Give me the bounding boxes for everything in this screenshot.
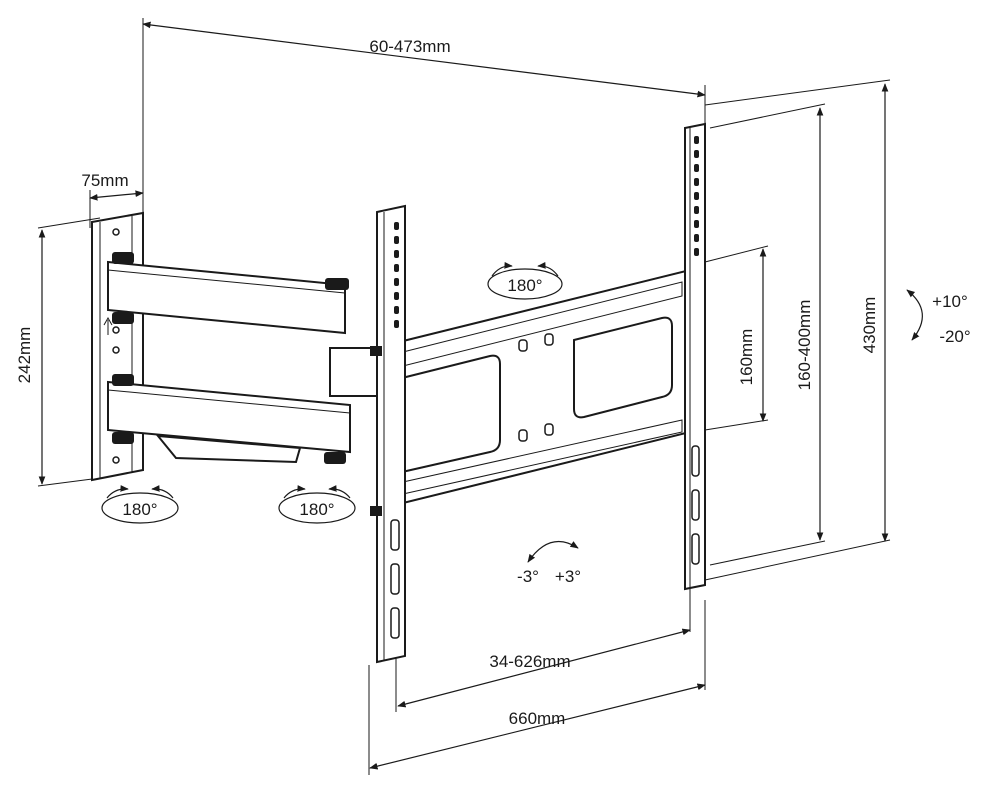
rail-slot [390,519,400,551]
vesa-small-height-label: 160mm [737,329,756,386]
dimension-lines [37,18,891,775]
labels: 60-473mm 75mm 242mm 160mm 160-400mm 430m… [15,37,971,728]
rail-slot [390,607,400,639]
rail-hole [394,236,399,244]
vesa-width-label: 34-626mm [489,652,570,671]
arm-bolt [112,374,134,386]
rail-hole [694,178,699,186]
vesa-range-height-label: 160-400mm [795,300,814,391]
plate-height-label: 242mm [15,327,34,384]
arm-bracket [155,434,302,464]
wall-swivel-label: 180° [122,500,157,519]
level-arc-icon [527,540,579,563]
rail-hole [694,164,699,172]
rotation-top [487,262,563,300]
plate-depth-label: 75mm [81,171,128,190]
left-rail-holes [394,222,399,328]
crossbar-hole [544,333,554,346]
tv-crossbar [394,268,691,507]
rotate-arrow-icon [283,485,306,499]
top-swivel-label: 180° [507,276,542,295]
tilt-up-label: +10° [932,292,968,311]
plate-height-ext-top [37,217,101,229]
rail-hole [694,220,699,228]
crossbar-hole [518,339,528,352]
tilt-down-label: -20° [939,327,970,346]
rail-slot [390,563,400,595]
wall-plate-hole [112,346,120,354]
vesa-small-ext-bottom [704,419,769,431]
rotate-arrow-icon [491,262,513,277]
up-arrow-icon [103,316,113,335]
lower-arm [107,374,351,464]
rail-slot [691,533,700,565]
wall-plate-hole [112,228,120,236]
wall-plate-hole [112,326,120,334]
rotate-arrow-icon [151,485,174,499]
bracket-height-ext-top [704,79,891,106]
arm-bolt [324,452,346,464]
left-tv-rail [370,204,406,664]
arm-bolt [325,278,349,290]
arm-bolt [112,432,134,444]
extension-dim-line [142,21,706,98]
depth-dim-line [89,190,144,201]
rail-hole [694,206,699,214]
crossbar-hole [544,423,554,436]
rail-hole [394,306,399,314]
bracket-height-ext-bottom [704,539,891,581]
lower-arm-body [107,380,351,454]
rotation-ellipse [101,492,179,524]
arm-bolt [112,312,134,324]
upper-arm-body [107,260,346,335]
vesa-range-ext-top [709,103,826,129]
rail-hole [394,278,399,286]
tilt-arc-icon [906,289,923,341]
plate-height-ext-bottom [37,477,101,487]
rotate-arrow-icon [537,262,559,277]
bracket-width-label: 660mm [509,709,566,728]
arm-edge [107,269,346,294]
rotation-wall [101,485,179,524]
rotation-arm [278,485,356,524]
rail-slot [691,489,700,521]
rail-hole [394,222,399,230]
rail-clip [370,346,382,356]
arm-extension-label: 60-473mm [369,37,450,56]
level-minus-label: -3° [517,567,539,586]
rail-hole [394,320,399,328]
rotation-ellipse [278,492,356,524]
rail-hole [694,136,699,144]
vesa-range-ext-bottom [709,540,826,566]
level-plus-label: +3° [555,567,581,586]
crossbar-cutout-left [401,354,501,473]
upper-arm [107,252,349,335]
wall-plate-hole [112,456,120,464]
rotation-ellipse [487,268,563,300]
rail-hole [694,234,699,242]
rotate-arrow-icon [328,485,351,499]
rail-clip [370,506,382,516]
vesa-small-ext-top [704,245,769,263]
bracket-width-dim-line [369,683,706,770]
right-rail-holes [694,136,699,256]
arm-edge [107,389,351,414]
bracket-height-label: 430mm [860,297,879,354]
crossbar-cutout-right [573,316,673,419]
rail-hole [694,150,699,158]
rail-hole [694,192,699,200]
rail-hole [394,250,399,258]
crossbar-hole [518,429,528,442]
arm-swivel-label: 180° [299,500,334,519]
rail-hole [694,248,699,256]
rail-hole [394,264,399,272]
arm-bolt [112,252,134,264]
rotate-arrow-icon [106,485,129,499]
right-tv-rail [684,122,706,591]
rail-hole [394,292,399,300]
rail-slot [691,445,700,477]
